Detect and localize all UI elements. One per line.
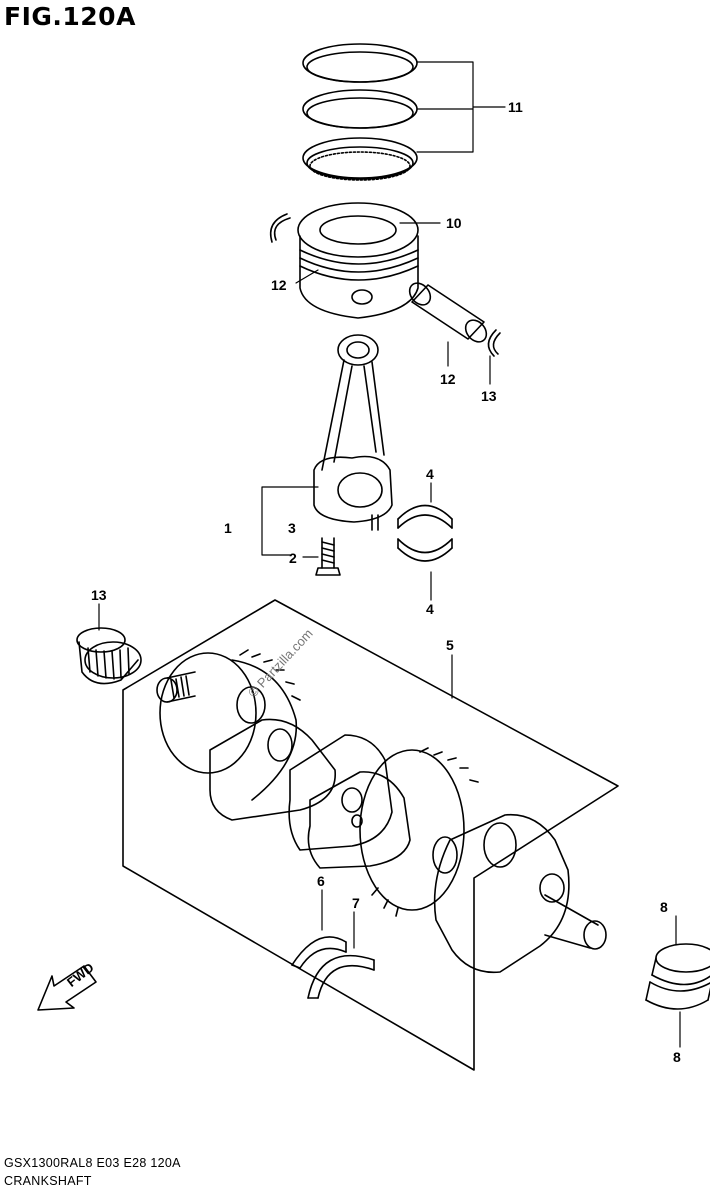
callout-12-left[interactable]: 12 bbox=[271, 277, 287, 293]
rod-small-end bbox=[338, 335, 378, 365]
crank-web-1 bbox=[160, 653, 256, 773]
callout-4-upper[interactable]: 4 bbox=[426, 466, 434, 482]
rod-bolt[interactable] bbox=[316, 538, 340, 575]
callout-13[interactable]: 13 bbox=[91, 587, 107, 603]
callout-11[interactable]: 12 bbox=[440, 371, 456, 387]
crank-pin-3 bbox=[540, 874, 564, 902]
callout-9[interactable]: 10 bbox=[446, 215, 462, 231]
crank-web-3 bbox=[289, 735, 392, 850]
callout-2[interactable]: 2 bbox=[289, 550, 297, 566]
crankshaft[interactable] bbox=[157, 650, 606, 972]
crank-web-6 bbox=[435, 815, 569, 973]
callout-8-upper[interactable]: 8 bbox=[660, 899, 668, 915]
callout-1[interactable]: 1 bbox=[224, 520, 232, 536]
callout-3[interactable]: 3 bbox=[288, 520, 296, 536]
thrust-bearing-6[interactable] bbox=[292, 937, 346, 968]
crankshaft-output-end bbox=[545, 895, 598, 948]
main-bearing-upper[interactable] bbox=[652, 944, 710, 985]
rod-big-end-bore bbox=[338, 473, 382, 507]
crankshaft-group-box bbox=[123, 600, 618, 1070]
needle-bearing[interactable] bbox=[77, 628, 141, 684]
piston-pin[interactable] bbox=[405, 279, 490, 346]
callout-12-right[interactable]: 13 bbox=[481, 388, 497, 404]
crank-pin-1 bbox=[268, 729, 292, 761]
piston-pin-boss bbox=[352, 290, 372, 304]
oil-hole bbox=[352, 815, 362, 827]
leader-lines bbox=[99, 62, 680, 1047]
figure-title: FIG.120A bbox=[4, 2, 136, 31]
crank-pin-bearing-upper[interactable] bbox=[398, 506, 452, 529]
oil-ring bbox=[303, 138, 417, 178]
connecting-rod[interactable] bbox=[314, 335, 392, 530]
piston-crown bbox=[298, 203, 418, 257]
circlip-left[interactable] bbox=[275, 218, 290, 240]
callout-6[interactable]: 6 bbox=[317, 873, 325, 889]
callout-10[interactable]: 11 bbox=[508, 99, 523, 115]
callout-4-lower[interactable]: 4 bbox=[426, 601, 434, 617]
crank-pin-bearing-lower[interactable] bbox=[398, 539, 452, 561]
fwd-arrow-icon bbox=[38, 966, 96, 1010]
callout-5[interactable]: 5 bbox=[446, 637, 454, 653]
crank-pin-2 bbox=[433, 837, 457, 873]
main-journal-2 bbox=[342, 788, 362, 812]
section-name: CRANKSHAFT bbox=[4, 1174, 92, 1188]
crank-web-4 bbox=[308, 772, 410, 868]
main-journal-3 bbox=[484, 823, 516, 867]
crank-web-2 bbox=[210, 719, 335, 820]
callout-8-lower[interactable]: 8 bbox=[673, 1049, 681, 1065]
model-code: GSX1300RAL8 E03 E28 120A bbox=[4, 1156, 181, 1170]
thrust-bearing-7[interactable] bbox=[308, 956, 374, 998]
callout-7[interactable]: 7 bbox=[352, 895, 360, 911]
piston[interactable] bbox=[298, 203, 418, 318]
circlip-right[interactable] bbox=[488, 330, 496, 356]
crank-web-5 bbox=[360, 750, 464, 910]
main-bearing-lower[interactable] bbox=[646, 982, 710, 1009]
main-journal-1 bbox=[237, 687, 265, 723]
piston-rings[interactable] bbox=[303, 44, 417, 180]
